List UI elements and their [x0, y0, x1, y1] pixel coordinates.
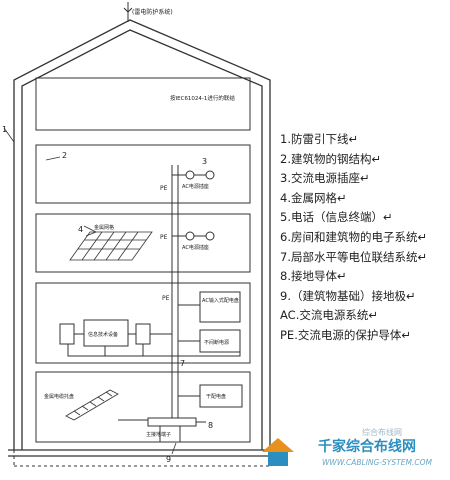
label-main-earth-terminal: 主接地端子	[146, 431, 171, 438]
watermark-url: WWW.CABLING-SYSTEM.COM	[322, 458, 432, 467]
legend-item: 1.防雷引下线↵	[280, 132, 359, 146]
legend: 1.防雷引下线↵ 2.建筑物的钢结构↵ 3.交流电源插座↵ 4.金属网格↵ 5.…	[280, 130, 450, 346]
label-n7: 7	[180, 359, 185, 368]
label-ac-socket-2: AC电源插座	[182, 244, 209, 251]
label-pe2: PE	[160, 234, 168, 241]
ac-panel-box	[199, 291, 241, 323]
label-metal-mesh: 金属网格	[94, 224, 114, 231]
label-dry-panel: 干配电盘	[206, 393, 226, 400]
ac-socket-1	[172, 170, 215, 180]
label-pe3: PE	[162, 295, 170, 302]
bonding-lines	[67, 344, 241, 357]
legend-item: 6.房间和建筑物的电子系统↵	[280, 229, 428, 244]
floor-4	[35, 371, 251, 443]
label-ac-socket-1: AC电源插座	[182, 183, 209, 190]
legend-item: PE.交流电源的保护导体↵	[280, 327, 411, 342]
floor-3	[35, 282, 251, 364]
label-ups: 不间断电源	[204, 339, 229, 346]
label-roof-note: 按IEC61024-1进行的联结	[170, 94, 235, 102]
label-n2: 2	[62, 151, 67, 160]
label-n8: 8	[208, 421, 213, 430]
legend-item: 8.接地导体↵	[280, 269, 347, 284]
label-n3: 3	[202, 157, 207, 166]
lightning-rod	[123, 2, 133, 22]
legend-item: 3.交流电源插座↵	[280, 171, 370, 186]
ac-socket-2	[172, 231, 215, 241]
label-n4: 4	[78, 225, 83, 234]
legend-item: 2.建筑物的钢结构↵	[280, 151, 382, 166]
legend-item: 4.金属网格↵	[280, 190, 347, 205]
label-it-equipment: 信息技术设备	[88, 331, 118, 338]
label-n1: 1	[2, 125, 7, 134]
legend-item: 7.局部水平等电位联结系统↵	[280, 249, 428, 264]
outer-wall-outline	[13, 19, 271, 450]
label-top: (雷电防护系统)	[132, 8, 173, 16]
roof-floor	[35, 77, 251, 131]
floor-2	[35, 213, 251, 273]
metal-mesh	[69, 231, 153, 261]
it-equipment-box	[83, 319, 129, 347]
legend-item: 5.电话（信息终端）↵	[280, 210, 393, 225]
cable-tray	[65, 389, 119, 421]
inner-wall-outline	[21, 29, 263, 450]
legend-item: 9.（建筑物基础）接地极↵	[280, 288, 416, 303]
label-cable-tray: 金属电缆托盘	[44, 393, 74, 400]
label-ac-panel: AC输入式配电盘	[202, 297, 239, 304]
watermark-house-icon	[262, 438, 294, 466]
label-pe1: PE	[160, 185, 168, 192]
legend-item: AC.交流电源系统↵	[280, 308, 378, 323]
watermark-name: 千家综合布线网	[318, 439, 416, 455]
watermark-top-text: 综合布线网	[362, 428, 402, 437]
label-n9: 9	[166, 455, 171, 464]
floor-1	[35, 144, 251, 204]
